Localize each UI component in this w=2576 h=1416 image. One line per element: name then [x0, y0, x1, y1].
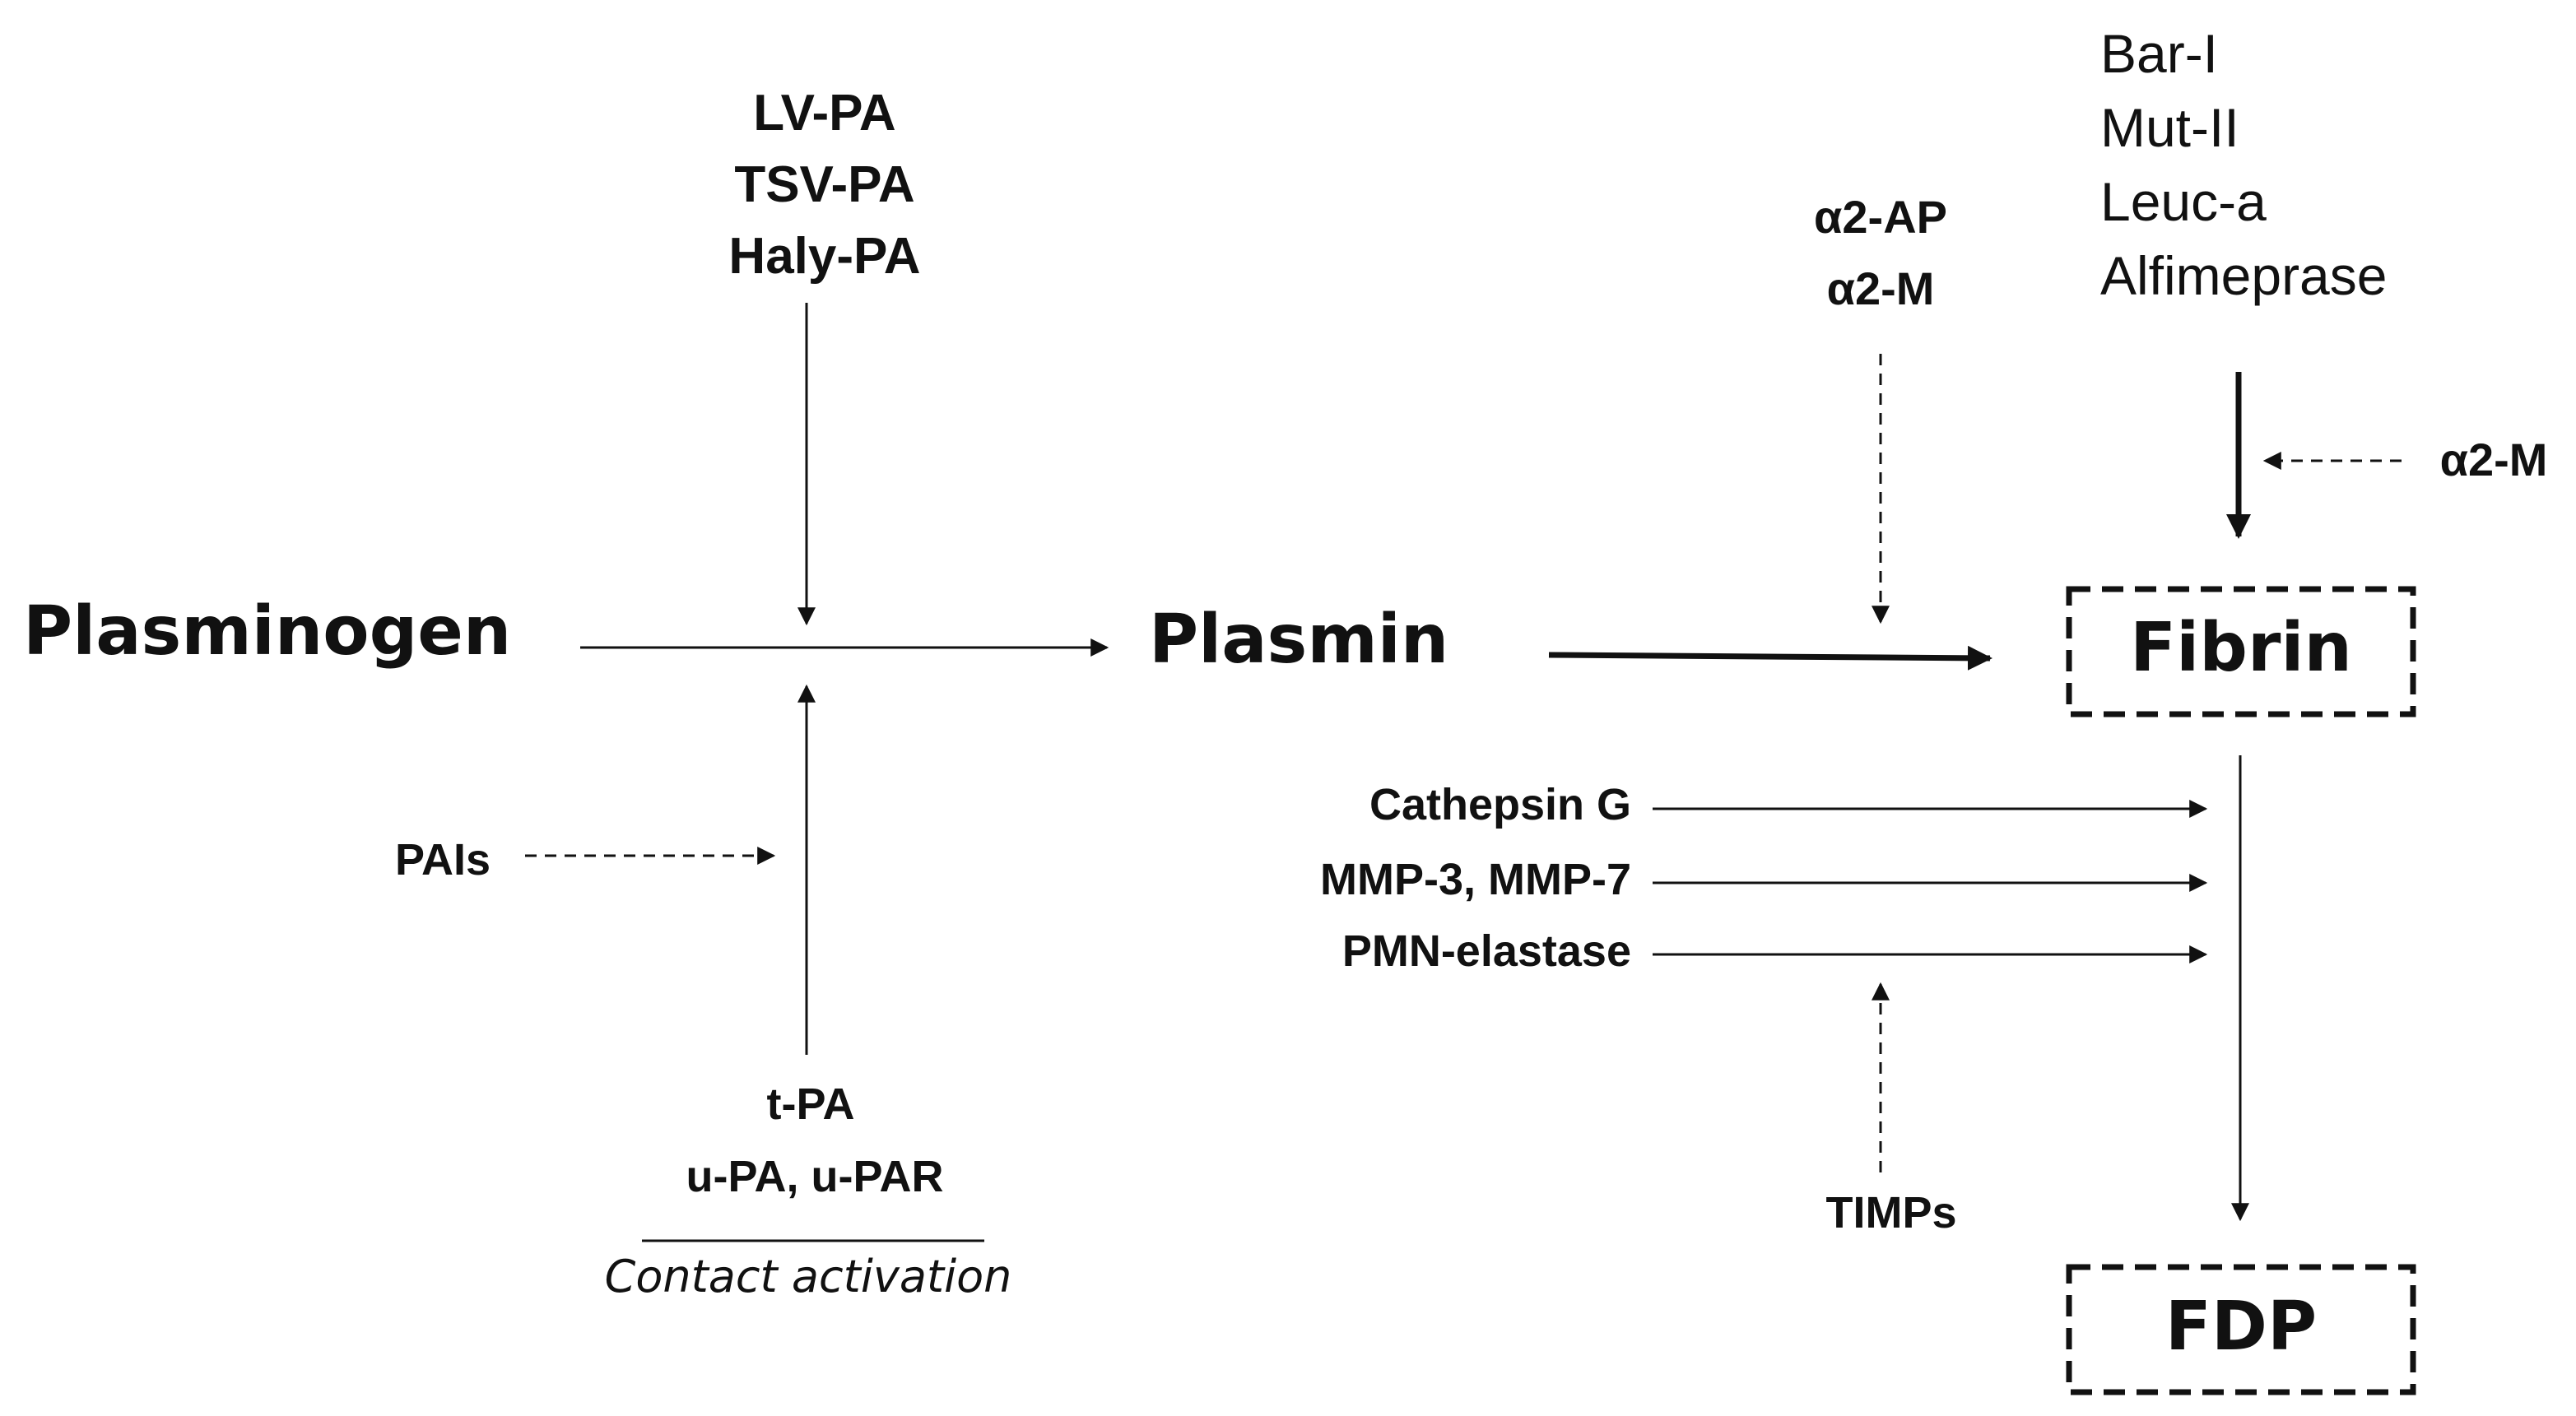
inhibitor-alpha2-m: α2-M: [1827, 262, 1935, 314]
enzyme-mut-ii: Mut-II: [2100, 97, 2239, 158]
fdp-box: [2066, 1264, 2416, 1395]
plasmin-label: Plasmin: [1149, 601, 1448, 679]
plasminogen-label: Plasminogen: [23, 592, 511, 671]
inhibitor-alpha2-ap: α2-AP: [1814, 191, 1947, 243]
arrow-plasmin-to-fibrin: [1548, 645, 1992, 671]
pais-label: PAIs: [395, 835, 491, 884]
fdp-label: FDP: [2165, 1288, 2317, 1366]
activator-t-pa: t-PA: [767, 1079, 855, 1129]
activator-haly-pa: Haly-PA: [728, 228, 920, 285]
enzyme-bar-i: Bar-I: [2100, 23, 2218, 84]
enzyme-leuc-a: Leuc-a: [2100, 171, 2267, 232]
activator-lv-pa: LV-PA: [753, 85, 895, 142]
activator-tsv-pa: TSV-PA: [734, 156, 914, 213]
activator-u-pa-u-par: u-PA, u-PAR: [686, 1152, 944, 1201]
protease-cathepsin-g: Cathepsin G: [1369, 780, 1631, 829]
contact-activation-label: Contact activation: [605, 1251, 1012, 1302]
fibrin-label: Fibrin: [2130, 609, 2352, 687]
protease-mmp: MMP-3, MMP-7: [1320, 855, 1631, 904]
fibrin-box: [2066, 586, 2416, 717]
snake-inhibitor-alpha2-m: α2-M: [2440, 434, 2548, 485]
enzyme-alfimeprase: Alfimeprase: [2100, 245, 2387, 306]
timps-label: TIMPs: [1825, 1188, 1956, 1237]
protease-pmn-elastase: PMN-elastase: [1342, 926, 1631, 976]
